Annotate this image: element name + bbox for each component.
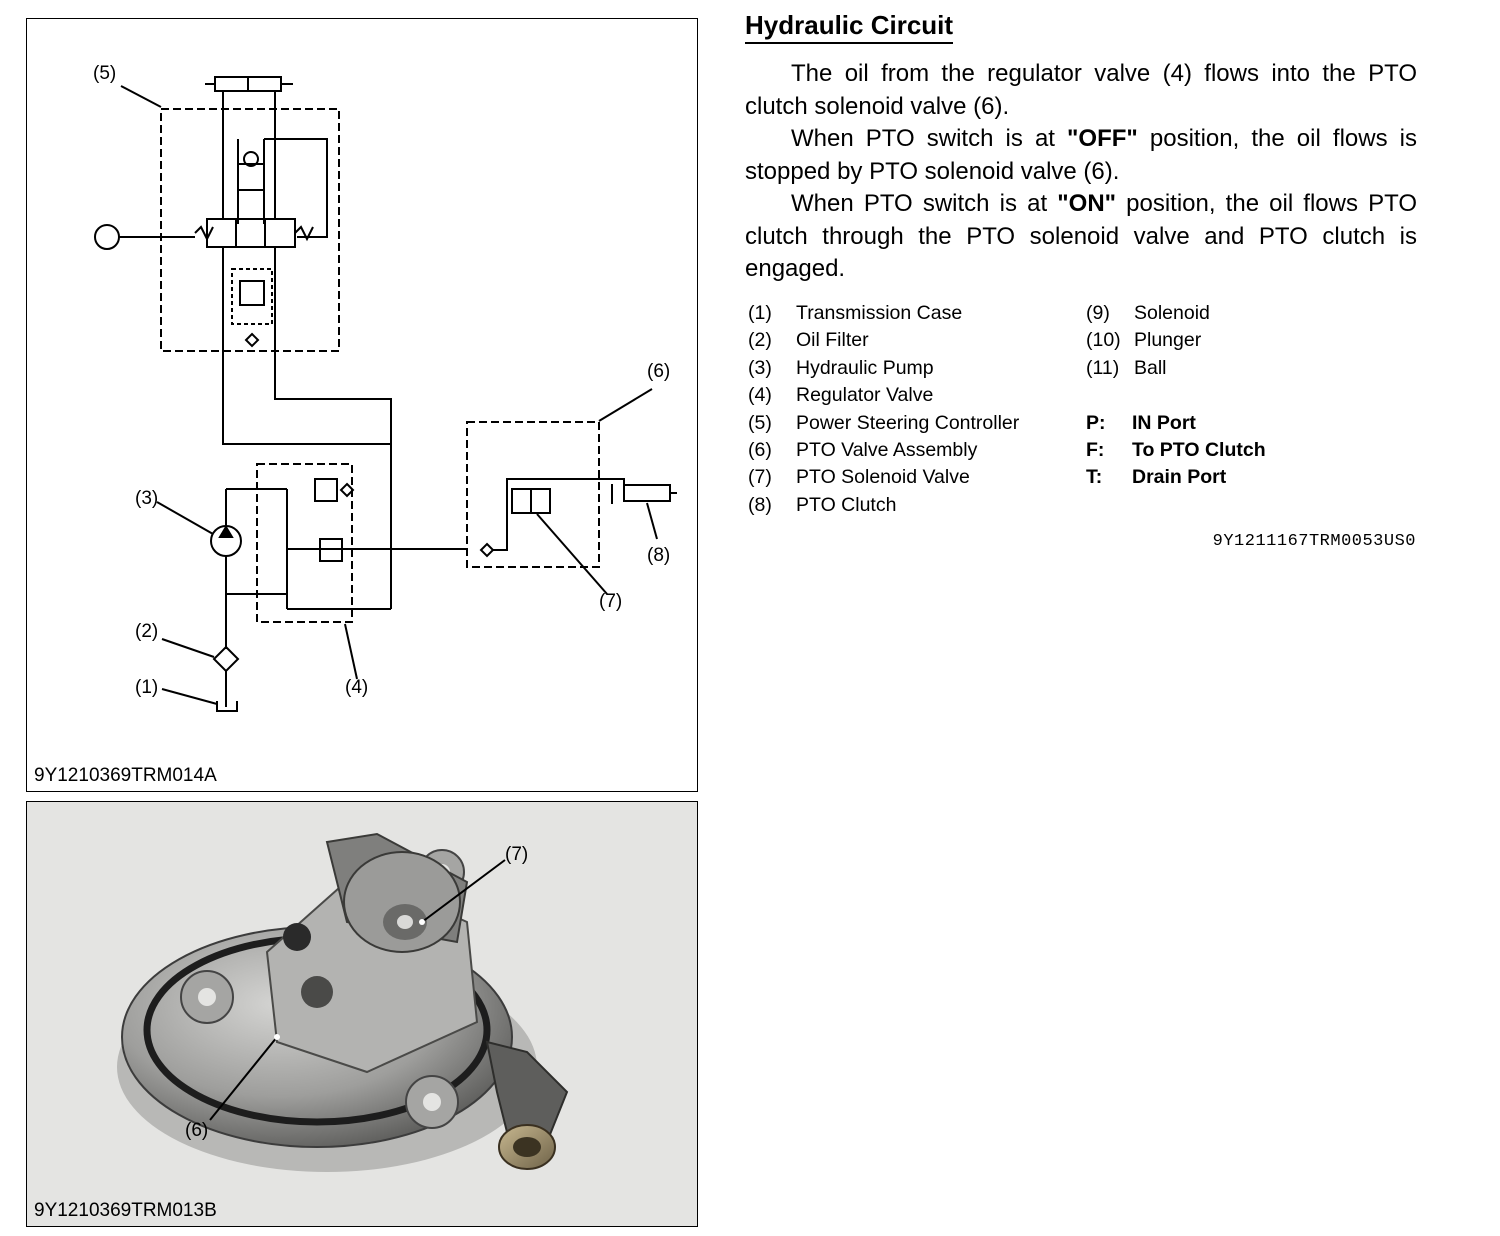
legend-item: (11)Ball xyxy=(1086,356,1167,379)
callout-2: (2) xyxy=(135,621,158,642)
legend-item: (3)Hydraulic Pump xyxy=(748,356,934,379)
legend-item: (6)PTO Valve Assembly xyxy=(748,439,978,462)
hydraulic-circuit-diagram: (5) (3) (2) (1) (4) (6) (7) (8) 9Y121036… xyxy=(26,18,698,792)
legend-spacer xyxy=(1086,382,1266,409)
text-column: Hydraulic Circuit The oil from the regul… xyxy=(745,8,1417,286)
photo-callout-7: (7) xyxy=(505,844,528,865)
pto-clutch-symbol xyxy=(623,484,671,502)
legend-item: (7)PTO Solenoid Valve xyxy=(748,466,970,489)
callout-8: (8) xyxy=(647,545,670,566)
legend-item: (2)Oil Filter xyxy=(748,329,869,352)
legend-right-column: (9)Solenoid (10)Plunger (11)Ball P:IN Po… xyxy=(1086,300,1266,492)
callout-7: (7) xyxy=(599,591,622,612)
port-item: F:To PTO Clutch xyxy=(1086,439,1266,462)
paragraph-2: When PTO switch is at "OFF" position, th… xyxy=(745,125,1417,185)
legend-left-column: (1)Transmission Case (2)Oil Filter (3)Hy… xyxy=(748,300,1019,519)
callout-6: (6) xyxy=(647,361,670,382)
legend-item: (10)Plunger xyxy=(1086,329,1202,352)
port-item: T:Drain Port xyxy=(1086,466,1227,489)
document-code: 9Y1211167TRM0053US0 xyxy=(1212,532,1416,551)
diagram-figure-code: 9Y1210369TRM014A xyxy=(34,765,217,786)
description-paragraphs: The oil from the regulator valve (4) flo… xyxy=(745,58,1417,286)
circuit-schematic: (5) (3) (2) (1) (4) (6) (7) (8) xyxy=(93,63,677,712)
legend-item: (9)Solenoid xyxy=(1086,302,1210,324)
regulator-box xyxy=(256,463,353,623)
callout-3: (3) xyxy=(135,488,158,509)
section-heading: Hydraulic Circuit xyxy=(745,8,954,44)
legend-item: (5)Power Steering Controller xyxy=(748,411,1020,434)
legend-item: (1)Transmission Case xyxy=(748,302,963,324)
callout-5: (5) xyxy=(93,63,116,84)
valve-photo-illustration: (7) (6) xyxy=(117,832,569,1172)
paragraph-3: When PTO switch is at "ON" position, the… xyxy=(745,190,1418,282)
port-item: P:IN Port xyxy=(1086,411,1196,434)
oil-filter-symbol xyxy=(212,645,240,673)
legend-item: (4)Regulator Valve xyxy=(748,384,934,407)
legend-item: (8)PTO Clutch xyxy=(748,493,897,516)
pto-valve-photo: (7) (6) 9Y1210369TRM013B xyxy=(26,801,698,1227)
power-steering-box xyxy=(160,108,340,352)
photo-callout-6: (6) xyxy=(185,1120,208,1141)
callout-4: (4) xyxy=(345,677,368,698)
pto-valve-assembly-box xyxy=(466,421,600,568)
callout-1: (1) xyxy=(135,677,158,698)
paragraph-1: The oil from the regulator valve (4) flo… xyxy=(745,60,1417,120)
photo-figure-code: 9Y1210369TRM013B xyxy=(34,1200,217,1221)
